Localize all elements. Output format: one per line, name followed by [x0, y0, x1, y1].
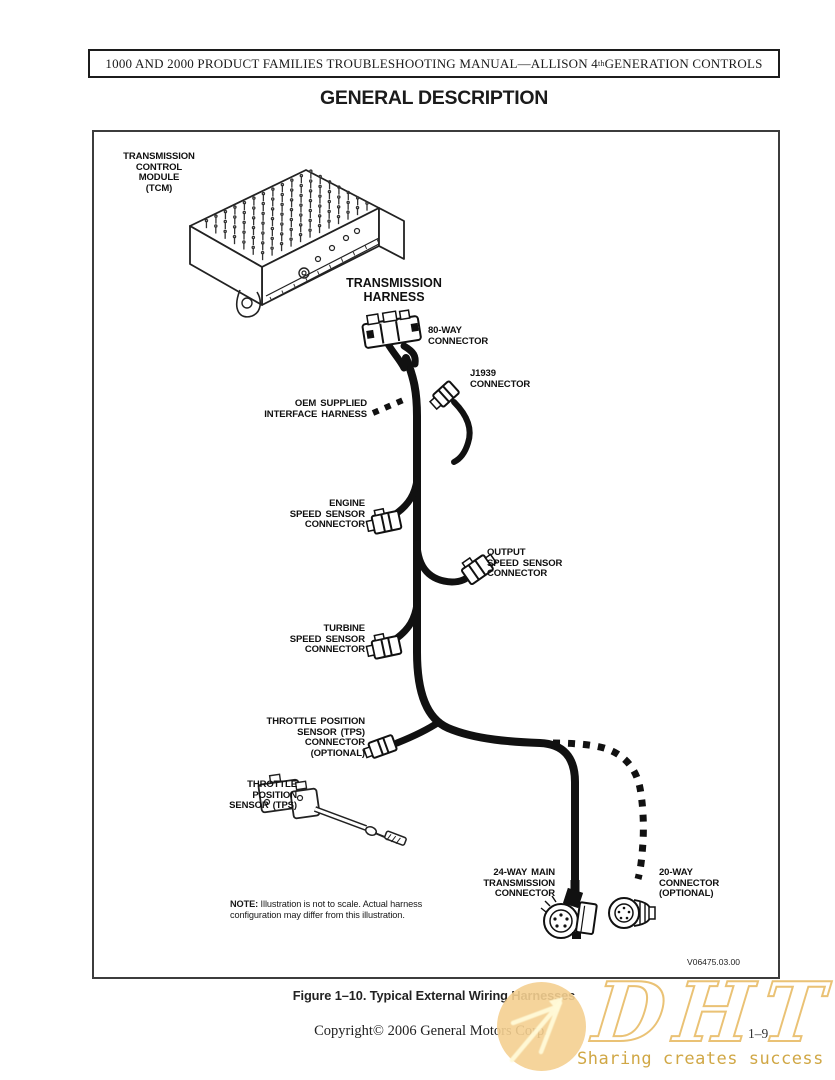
tps-sensor-label: THROTTLE POSITION SENSOR (TPS) [229, 779, 297, 812]
label-line: 80-WAY [428, 325, 462, 336]
connector-24way [540, 880, 598, 939]
label-line: HARNESS [363, 290, 425, 305]
label-line: TURBINE [323, 623, 365, 634]
20way-connector-label: 20-WAY CONNECTOR (OPTIONAL) [659, 867, 720, 900]
label-line: (TCM) [145, 182, 173, 194]
header-text-tail: GENERATION CONTROLS [604, 55, 763, 71]
label-line: CONNECTOR [470, 378, 531, 390]
tps-connector-label: THROTTLE POSITION SENSOR (TPS) CONNECTOR… [266, 716, 366, 760]
connector-j1939 [428, 380, 460, 411]
turbine-speed-sensor-label: TURBINE SPEED SENSOR CONNECTOR [289, 623, 365, 656]
tps-sensor-illustration [257, 773, 407, 846]
transmission-harness-label: TRANSMISSION HARNESS [334, 276, 454, 305]
optional-dashed-line [552, 739, 647, 880]
wiring-diagram [189, 169, 656, 939]
tcm-label: TRANSMISSION CONTROL MODULE (TCM) [118, 151, 200, 195]
connector-80way [361, 309, 422, 349]
label-line: TRANSMISSION [123, 151, 195, 162]
label-line: CONNECTOR [304, 737, 365, 749]
header-text: 1000 AND 2000 PRODUCT FAMILIES TROUBLESH… [105, 55, 598, 71]
label-line: SPEED SENSOR [487, 557, 563, 569]
oem-dashed-line [371, 395, 410, 416]
label-line: J1939 [470, 368, 496, 379]
running-header: 1000 AND 2000 PRODUCT FAMILIES TROUBLESH… [88, 49, 780, 78]
label-line: CONNECTOR [659, 877, 720, 889]
connector-turbine-speed [365, 632, 403, 660]
label-line: CONNECTOR [304, 644, 365, 656]
connector-output-speed [460, 553, 498, 586]
label-line: INTERFACE HARNESS [264, 408, 367, 420]
watermark-slogan: Sharing creates success [577, 1049, 824, 1069]
label-line: ENGINE [329, 498, 365, 509]
label-line: SENSOR (TPS) [297, 726, 365, 738]
connector-20way [608, 897, 656, 929]
output-speed-sensor-label: OUTPUT SPEED SENSOR CONNECTOR [487, 547, 563, 580]
label-line: (OPTIONAL) [310, 747, 366, 759]
page-number: 1–9 [748, 1026, 769, 1041]
label-line: (OPTIONAL) [659, 888, 714, 900]
label-line: THROTTLE [247, 779, 297, 790]
label-line: CONNECTOR [304, 519, 365, 531]
note-text: Illustration is not to scale. Actual har… [230, 899, 423, 921]
80way-connector-label: 80-WAY CONNECTOR [428, 325, 489, 347]
label-line: 24-WAY MAIN [493, 867, 555, 878]
oem-harness-label: OEM SUPPLIED INTERFACE HARNESS [264, 398, 367, 420]
connector-tps-optional [362, 734, 398, 759]
24way-connector-label: 24-WAY MAIN TRANSMISSION CONNECTOR [483, 867, 555, 900]
label-line: SPEED SENSOR [289, 633, 365, 645]
label-line: OUTPUT [487, 547, 526, 558]
label-line: SENSOR (TPS) [229, 800, 297, 812]
watermark-initials: DHT [588, 964, 835, 1062]
figure-frame: TRANSMISSION CONTROL MODULE (TCM) TRANSM… [92, 130, 780, 979]
label-line: OEM SUPPLIED [294, 398, 367, 409]
label-line: THROTTLE POSITION [266, 716, 366, 727]
label-line: SPEED SENSOR [289, 508, 365, 520]
label-line: CONNECTOR [487, 568, 548, 580]
page-title: GENERAL DESCRIPTION [320, 87, 548, 109]
drawing-code: V06475.03.00 [687, 957, 740, 967]
label-line: 20-WAY [659, 867, 693, 878]
j1939-connector-label: J1939 CONNECTOR [470, 368, 531, 390]
label-line: TRANSMISSION [346, 276, 442, 290]
watermark-circle [497, 982, 586, 1071]
connector-engine-speed [365, 507, 403, 535]
harness-trunk [384, 340, 579, 888]
copyright-line: Copyright© 2006 General Motors Corp. [314, 1023, 548, 1039]
tcm-illustration [189, 169, 405, 318]
engine-speed-sensor-label: ENGINE SPEED SENSOR CONNECTOR [289, 498, 365, 531]
label-line: CONNECTOR [494, 888, 555, 900]
figure-note: NOTE: Illustration is not to scale. Actu… [230, 899, 446, 921]
label-line: CONTROL [135, 161, 183, 173]
label-line: MODULE [138, 172, 180, 184]
label-line: CONNECTOR [428, 335, 489, 347]
label-line: TRANSMISSION [483, 877, 555, 889]
label-line: POSITION [252, 789, 297, 801]
note-prefix: NOTE: [230, 899, 259, 909]
